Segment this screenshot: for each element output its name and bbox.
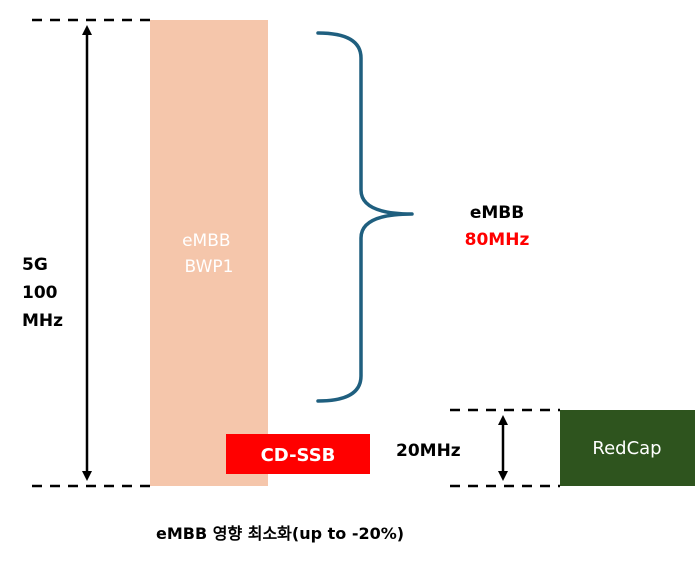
redcap-bandwidth-label: 20MHz (396, 441, 461, 461)
bwp-label: eMBB BWP1 (182, 231, 236, 277)
total-bandwidth-line3: MHz (22, 311, 63, 331)
redcap-label: RedCap (592, 438, 661, 459)
bwp-label-line1: eMBB (182, 231, 230, 251)
redcap-block (560, 410, 695, 486)
embb-bandwidth-value: 80MHz (465, 230, 530, 250)
total-bandwidth-label: 5G 100 MHz (22, 255, 63, 331)
total-bandwidth-line1: 5G (22, 255, 48, 275)
embb-name-label: eMBB (470, 203, 524, 223)
cd-ssb-block (226, 434, 370, 474)
total-bandwidth-line2: 100 (22, 283, 58, 303)
bwp-label-line2: BWP1 (185, 257, 234, 277)
diagram-caption: eMBB 영향 최소화(up to -20%) (156, 524, 404, 543)
embb-bwp1-block (150, 20, 268, 486)
embb-bracket (316, 31, 414, 403)
cd-ssb-label: CD-SSB (261, 445, 336, 466)
